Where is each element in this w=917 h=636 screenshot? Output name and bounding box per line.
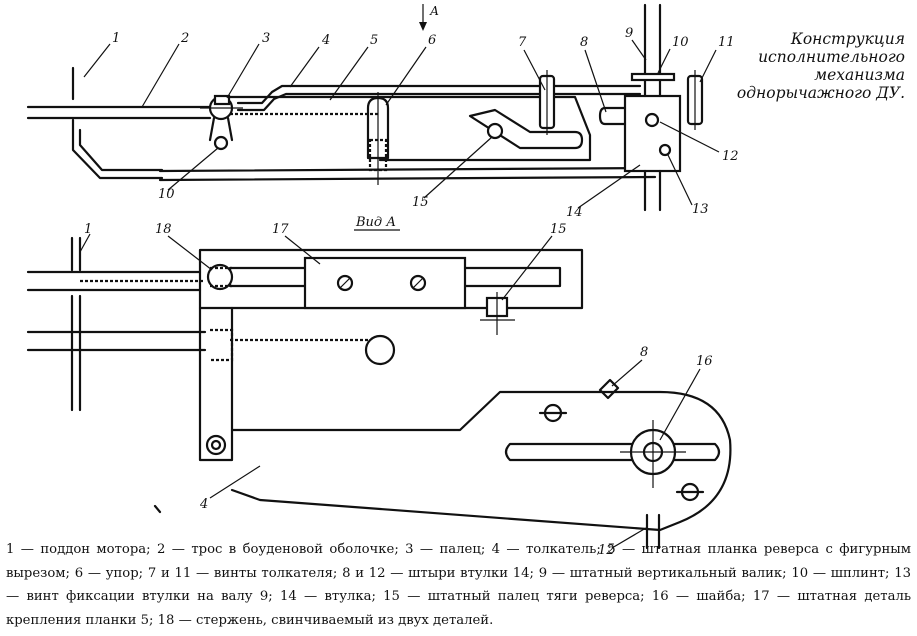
callout-6: 6 bbox=[428, 33, 436, 48]
callout-16: 16 bbox=[696, 354, 713, 369]
callout-13: 13 bbox=[692, 202, 709, 217]
title: Конструкция исполнительного механизма од… bbox=[736, 30, 905, 102]
callout-9: 9 bbox=[625, 26, 633, 41]
callout-8-view: 8 bbox=[640, 345, 648, 360]
callout-1-view: 1 bbox=[84, 222, 92, 237]
caption: 1 — поддон мотора; 2 — трос в боуденовой… bbox=[6, 542, 911, 628]
callout-12-view: 12 bbox=[598, 543, 615, 558]
callout-10-top: 10 bbox=[672, 35, 689, 50]
callout-3: 3 bbox=[262, 31, 270, 46]
callout-11: 11 bbox=[718, 35, 735, 50]
callout-15-view: 15 bbox=[550, 222, 567, 237]
callout-1: 1 bbox=[112, 31, 120, 46]
callout-4-view: 4 bbox=[199, 497, 208, 512]
bottom-callouts: 1 18 17 15 8 16 4 12 bbox=[79, 222, 713, 558]
callout-14: 14 bbox=[566, 205, 583, 220]
view-a-label: Вид А bbox=[355, 215, 396, 230]
callout-8: 8 bbox=[580, 35, 588, 50]
callout-5: 5 bbox=[370, 33, 378, 48]
callout-2: 2 bbox=[180, 31, 189, 46]
callout-4: 4 bbox=[321, 33, 330, 48]
callout-12: 12 bbox=[722, 149, 739, 164]
callout-17: 17 bbox=[272, 222, 289, 237]
top-callouts: 1 2 3 4 5 6 7 8 9 10 11 12 13 1 bbox=[83, 26, 739, 220]
callout-18: 18 bbox=[155, 222, 172, 237]
top-view: А bbox=[26, 3, 739, 220]
view-a: Вид А bbox=[26, 215, 732, 558]
view-arrow-label: А bbox=[429, 4, 439, 18]
callout-10-bottom: 10 bbox=[158, 187, 175, 202]
callout-7: 7 bbox=[518, 35, 527, 50]
callout-15-top: 15 bbox=[412, 195, 429, 210]
